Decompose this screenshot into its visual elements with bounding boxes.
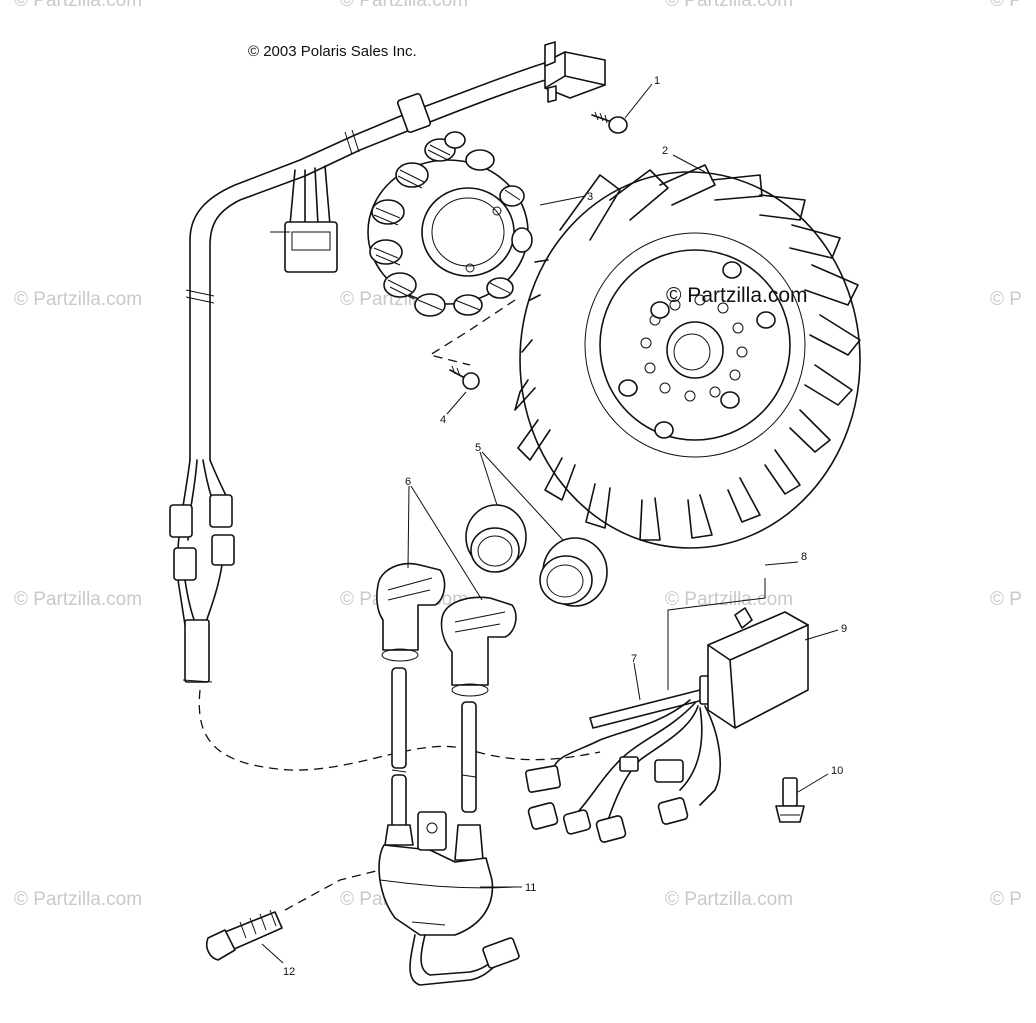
watermark-text: © Partzilla.com: [14, 0, 142, 11]
watermark-text: © Partzilla.com: [665, 589, 793, 610]
cdi-module-part-9: [667, 578, 809, 729]
watermark-layer: © Partzilla.com © Partzilla.com © Partzi…: [14, 0, 1022, 910]
watermark-text: © Partzilla.com: [340, 0, 468, 11]
wiring-harness-part-7: [525, 675, 723, 843]
spacers-part-5: [465, 504, 608, 607]
screw-part-4: [449, 365, 480, 390]
callout-label: 5: [475, 442, 481, 454]
flywheel-part-2: [514, 164, 861, 549]
trigger-sensor: [544, 41, 606, 103]
callout-label: 2: [662, 145, 668, 157]
fastener-part-10: [775, 777, 805, 823]
bolt-part-12: [205, 869, 381, 961]
watermark-text: © Partzilla.com: [14, 289, 142, 310]
callout-label: 9: [841, 623, 847, 635]
callout-label: 4: [440, 414, 446, 426]
watermark-text: © Partzilla.com: [14, 889, 142, 910]
callout-label: 10: [831, 765, 843, 777]
watermark-text: © Partzilla.com: [665, 889, 793, 910]
stator-wiring-harness: [169, 61, 601, 771]
watermark-text: © P: [990, 0, 1022, 11]
callout-label: 6: [405, 476, 411, 488]
center-watermark: © Partzilla.com: [666, 284, 808, 307]
ignition-coil-part-11: [378, 667, 520, 986]
callout-numbers: 1 2 3 4 5 6 7 8 9 10 11 12: [283, 75, 847, 978]
watermark-text: © P: [990, 289, 1022, 310]
stator-part-3: [367, 131, 533, 366]
spark-plug-caps-part-6: [376, 563, 517, 697]
callout-label: 11: [525, 882, 536, 894]
callout-label: 7: [631, 653, 637, 665]
watermark-text: © P: [990, 889, 1022, 910]
callout-label: 1: [654, 75, 660, 87]
callout-leaders: [261, 83, 839, 964]
callout-label: 3: [587, 191, 593, 203]
watermark-text: © Partzilla.com: [665, 0, 793, 11]
watermark-text: © Partzilla.com: [14, 589, 142, 610]
callout-label: 8: [801, 551, 807, 563]
screw-part-1: [591, 111, 628, 134]
copyright-text: © 2003 Polaris Sales Inc.: [248, 43, 417, 60]
callout-label: 12: [283, 966, 295, 978]
watermark-text: © P: [990, 589, 1022, 610]
